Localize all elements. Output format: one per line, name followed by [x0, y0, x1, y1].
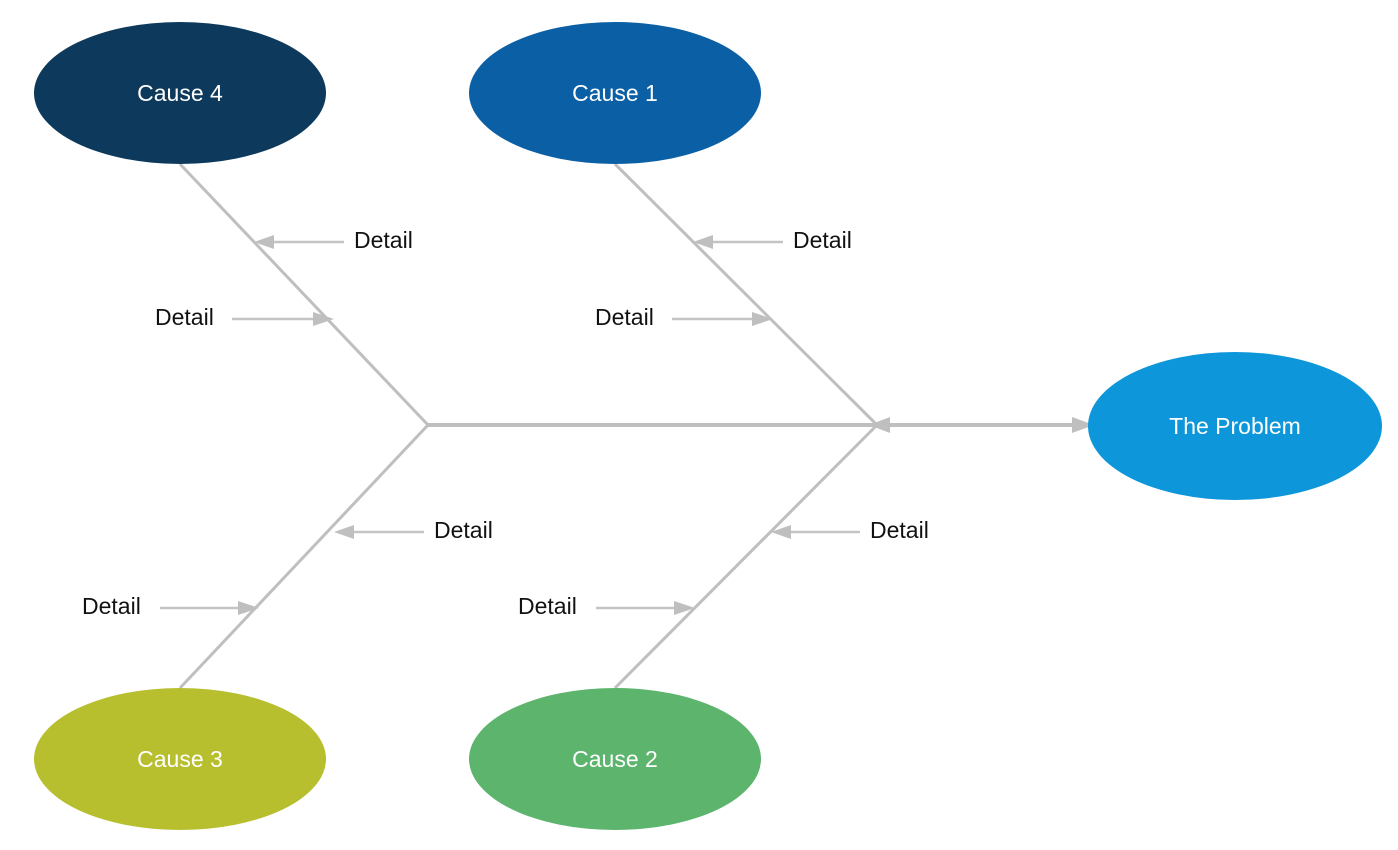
- arrowhead-right-icon: [674, 601, 695, 615]
- cause-2-ellipse[interactable]: [469, 688, 761, 830]
- arrowhead-left-icon: [771, 525, 791, 539]
- detail-label-c4-a: Detail: [354, 227, 413, 253]
- detail-label-c1-b: Detail: [595, 304, 654, 330]
- detail-arrow-c3-b: [160, 601, 259, 615]
- detail-arrow-c1-a: [693, 235, 783, 249]
- detail-label-c4-b: Detail: [155, 304, 214, 330]
- bone-cause-3: [178, 423, 430, 690]
- detail-label-c3-a: Detail: [434, 517, 493, 543]
- detail-arrow-c3-a: [334, 525, 424, 539]
- arrowhead-right-icon: [752, 312, 773, 326]
- detail-arrow-c4-b: [232, 312, 334, 326]
- detail-label-c2-b: Detail: [518, 593, 577, 619]
- arrowhead-left-icon: [254, 235, 274, 249]
- spine-end-arrowhead-icon: [1072, 417, 1094, 433]
- detail-arrow-c4-a: [254, 235, 344, 249]
- arrowhead-right-icon: [313, 312, 334, 326]
- detail-label-c1-a: Detail: [793, 227, 852, 253]
- detail-arrow-c2-a: [771, 525, 860, 539]
- bone-cause-1: [613, 162, 879, 427]
- bones-group: [178, 162, 879, 690]
- cause-1-ellipse[interactable]: [469, 22, 761, 164]
- cause-node-3[interactable]: Cause 3: [34, 688, 326, 830]
- arrowhead-right-icon: [238, 601, 259, 615]
- cause-3-ellipse[interactable]: [34, 688, 326, 830]
- detail-arrow-c1-b: [672, 312, 773, 326]
- detail-labels-group: Detail Detail Detail Detail Detail Detai…: [82, 227, 929, 619]
- spine-junction-arrowhead-icon: [869, 417, 890, 433]
- cause-4-ellipse[interactable]: [34, 22, 326, 164]
- spine-group: [428, 417, 1094, 433]
- bone-cause-2: [613, 423, 879, 690]
- problem-ellipse[interactable]: [1088, 352, 1382, 500]
- arrowhead-left-icon: [693, 235, 713, 249]
- cause-node-1[interactable]: Cause 1: [469, 22, 761, 164]
- detail-arrow-c2-b: [596, 601, 695, 615]
- problem-node[interactable]: The Problem: [1088, 352, 1382, 500]
- cause-node-2[interactable]: Cause 2: [469, 688, 761, 830]
- detail-arrows-group: [160, 235, 860, 615]
- bone-cause-4: [178, 162, 430, 427]
- detail-label-c2-a: Detail: [870, 517, 929, 543]
- cause-node-4[interactable]: Cause 4: [34, 22, 326, 164]
- arrowhead-left-icon: [334, 525, 354, 539]
- detail-label-c3-b: Detail: [82, 593, 141, 619]
